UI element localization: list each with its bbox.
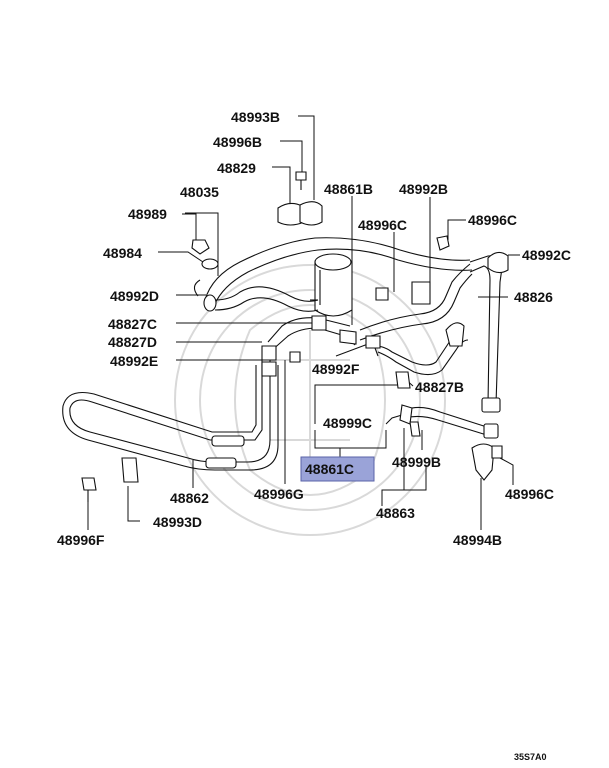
return-hose-48862	[62, 360, 279, 471]
part-label-48999C[interactable]: 48999C	[323, 415, 372, 431]
part-label-48993B[interactable]: 48993B	[231, 109, 280, 125]
part-label-48993D[interactable]: 48993D	[153, 514, 202, 530]
part-label-48996G[interactable]: 48996G	[254, 486, 304, 502]
part-labels: 48993B 48996B 48829 48035 48861B 48992B …	[57, 109, 571, 548]
part-label-48996F[interactable]: 48996F	[57, 532, 105, 548]
drawing-code: 35S7A0	[514, 752, 547, 762]
part-label-48992C[interactable]: 48992C	[522, 247, 571, 263]
part-label-48826[interactable]: 48826	[514, 289, 553, 305]
part-label-48827D[interactable]: 48827D	[108, 334, 157, 350]
part-label-48992F[interactable]: 48992F	[312, 361, 360, 377]
hose-48863	[399, 404, 499, 439]
highlight-box	[300, 456, 375, 482]
part-label-48861B[interactable]: 48861B	[324, 181, 373, 197]
part-label-48992B[interactable]: 48992B	[399, 181, 448, 197]
part-label-48827C[interactable]: 48827C	[108, 316, 157, 332]
part-label-48994B[interactable]: 48994B	[453, 532, 502, 548]
fittings	[81, 171, 509, 502]
part-label-48862[interactable]: 48862	[170, 490, 209, 506]
reservoir	[310, 253, 353, 317]
part-label-48996B[interactable]: 48996B	[213, 134, 262, 150]
part-label-48996C-a[interactable]: 48996C	[358, 217, 407, 233]
part-label-48984[interactable]: 48984	[103, 245, 142, 261]
part-label-48861C[interactable]: 48861C	[305, 461, 354, 477]
suction-hose-48035	[193, 237, 473, 312]
part-label-48989[interactable]: 48989	[128, 206, 167, 222]
part-label-48827B[interactable]: 48827B	[415, 379, 464, 395]
part-label-48996C-c[interactable]: 48996C	[505, 486, 554, 502]
part-label-48992D[interactable]: 48992D	[110, 288, 159, 304]
hose-48827B	[371, 322, 469, 376]
part-label-48992E[interactable]: 48992E	[110, 353, 158, 369]
part-label-48996C-b[interactable]: 48996C	[468, 212, 517, 228]
part-label-48999B[interactable]: 48999B	[392, 454, 441, 470]
part-label-48863[interactable]: 48863	[376, 505, 415, 521]
part-label-48035[interactable]: 48035	[180, 184, 219, 200]
part-label-48829[interactable]: 48829	[217, 160, 256, 176]
